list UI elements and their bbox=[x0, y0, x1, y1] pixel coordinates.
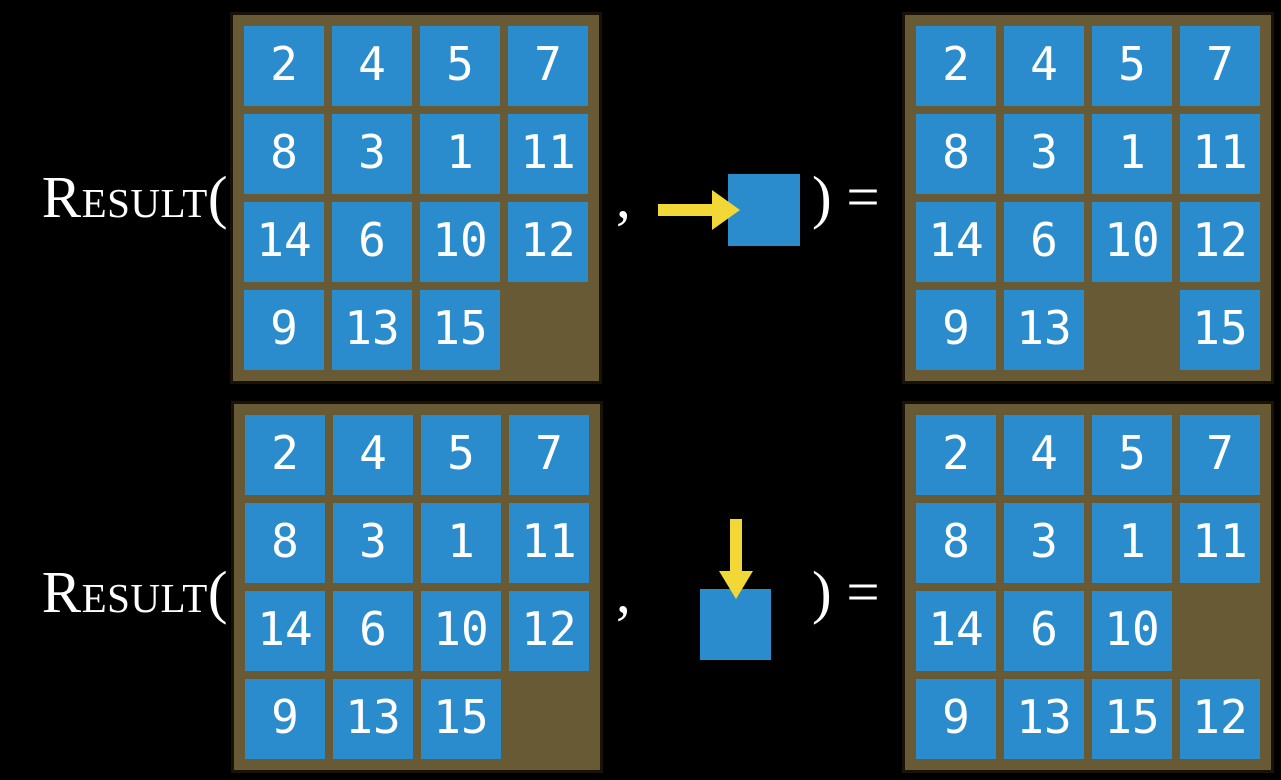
tile-5: 5 bbox=[420, 26, 500, 106]
tile-7: 7 bbox=[509, 415, 589, 495]
tile-4: 4 bbox=[332, 26, 412, 106]
tile-13: 13 bbox=[332, 290, 412, 370]
tile-3: 3 bbox=[333, 503, 413, 583]
tile-3: 3 bbox=[1004, 503, 1084, 583]
tile-8: 8 bbox=[916, 503, 996, 583]
tile-15: 15 bbox=[1092, 679, 1172, 759]
result-function-label: Result( bbox=[41, 164, 228, 230]
tile-12: 12 bbox=[1180, 202, 1260, 282]
tile-4: 4 bbox=[1004, 26, 1084, 106]
tile-7: 7 bbox=[1180, 26, 1260, 106]
tile-13: 13 bbox=[1004, 290, 1084, 370]
tile-12: 12 bbox=[509, 591, 589, 671]
tile-4: 4 bbox=[1004, 415, 1084, 495]
tile-10: 10 bbox=[421, 591, 501, 671]
tile-11: 11 bbox=[1180, 503, 1260, 583]
tile-11: 11 bbox=[508, 114, 588, 194]
tile-6: 6 bbox=[333, 591, 413, 671]
empty-cell bbox=[1092, 290, 1172, 370]
tile-9: 9 bbox=[245, 679, 325, 759]
tile-10: 10 bbox=[420, 202, 500, 282]
tile-12: 12 bbox=[1180, 679, 1260, 759]
tile-13: 13 bbox=[333, 679, 413, 759]
tile-10: 10 bbox=[1092, 591, 1172, 671]
right-arrow-icon bbox=[658, 190, 740, 230]
empty-cell bbox=[508, 290, 588, 370]
tile-8: 8 bbox=[916, 114, 996, 194]
tile-5: 5 bbox=[1092, 415, 1172, 495]
tile-14: 14 bbox=[245, 591, 325, 671]
tile-3: 3 bbox=[1004, 114, 1084, 194]
tile-15: 15 bbox=[421, 679, 501, 759]
tile-2: 2 bbox=[244, 26, 324, 106]
blank-tile-square bbox=[700, 589, 771, 660]
empty-cell bbox=[1180, 591, 1260, 671]
tile-1: 1 bbox=[1092, 503, 1172, 583]
tile-2: 2 bbox=[916, 415, 996, 495]
close-paren-equals: ) = bbox=[812, 559, 880, 625]
tile-9: 9 bbox=[244, 290, 324, 370]
tile-1: 1 bbox=[420, 114, 500, 194]
empty-cell bbox=[509, 679, 589, 759]
down-arrow-icon bbox=[719, 519, 753, 599]
tile-6: 6 bbox=[1004, 591, 1084, 671]
tile-12: 12 bbox=[508, 202, 588, 282]
tile-7: 7 bbox=[508, 26, 588, 106]
close-paren-equals: ) = bbox=[812, 164, 880, 230]
tile-11: 11 bbox=[509, 503, 589, 583]
tile-15: 15 bbox=[420, 290, 500, 370]
tile-3: 3 bbox=[332, 114, 412, 194]
tile-8: 8 bbox=[245, 503, 325, 583]
tile-9: 9 bbox=[916, 290, 996, 370]
blank-tile-square bbox=[728, 174, 800, 246]
tile-9: 9 bbox=[916, 679, 996, 759]
tile-4: 4 bbox=[333, 415, 413, 495]
tile-1: 1 bbox=[1092, 114, 1172, 194]
tile-5: 5 bbox=[421, 415, 501, 495]
tile-14: 14 bbox=[244, 202, 324, 282]
comma: , bbox=[616, 559, 631, 625]
tile-1: 1 bbox=[421, 503, 501, 583]
tile-6: 6 bbox=[332, 202, 412, 282]
tile-13: 13 bbox=[1004, 679, 1084, 759]
tile-2: 2 bbox=[916, 26, 996, 106]
tile-14: 14 bbox=[916, 202, 996, 282]
comma: , bbox=[616, 164, 631, 230]
tile-8: 8 bbox=[244, 114, 324, 194]
tile-11: 11 bbox=[1180, 114, 1260, 194]
tile-5: 5 bbox=[1092, 26, 1172, 106]
result-function-label: Result( bbox=[41, 559, 228, 625]
tile-15: 15 bbox=[1180, 290, 1260, 370]
tile-6: 6 bbox=[1004, 202, 1084, 282]
tile-14: 14 bbox=[916, 591, 996, 671]
tile-7: 7 bbox=[1180, 415, 1260, 495]
tile-10: 10 bbox=[1092, 202, 1172, 282]
tile-2: 2 bbox=[245, 415, 325, 495]
